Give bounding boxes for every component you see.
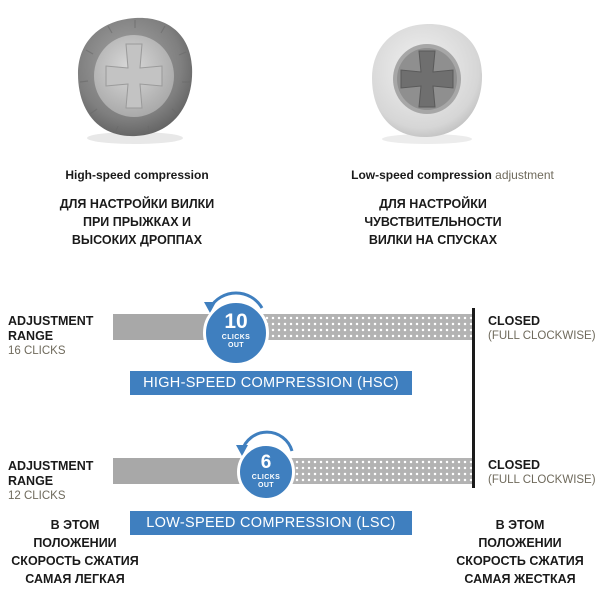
softest-position-note: В ЭТОМ ПОЛОЖЕНИИ СКОРОСТЬ СЖАТИЯ САМАЯ Л…	[0, 516, 150, 588]
closed-position-line	[472, 308, 475, 488]
lsc-description-line: ВИЛКИ НА СПУСКАХ	[368, 233, 498, 247]
lsc-caption-light: adjustment	[491, 168, 554, 182]
hsc-range-clicks: 16 CLICKS	[8, 345, 66, 357]
hsc-range-title-1: ADJUSTMENT	[8, 314, 94, 328]
lsc-clicks-out-badge: 6 CLICKS OUT	[237, 443, 295, 501]
softest-note-line: ПОЛОЖЕНИИ	[33, 536, 117, 550]
hsc-description: ДЛЯ НАСТРОЙКИ ВИЛКИ ПРИ ПРЫЖКАХ И ВЫСОКИ…	[37, 195, 237, 249]
firmest-note-line: ПОЛОЖЕНИИ	[478, 536, 562, 550]
hsc-description-line: ВЫСОКИХ ДРОППАХ	[71, 233, 203, 247]
lsc-knob-image	[372, 23, 483, 144]
hsc-badge-text-2: OUT	[228, 342, 244, 349]
hsc-badge-text-1: CLICKS	[221, 334, 251, 341]
firmest-note-line: САМАЯ ЖЕСТКАЯ	[464, 572, 576, 586]
lsc-range-clicks: 12 CLICKS	[8, 490, 66, 502]
hsc-range-title-2: RANGE	[8, 329, 54, 343]
lsc-description-line: ДЛЯ НАСТРОЙКИ	[379, 197, 487, 211]
lsc-range-title-1: ADJUSTMENT	[8, 459, 94, 473]
lsc-description: ДЛЯ НАСТРОЙКИ ЧУВСТВИТЕЛЬНОСТИ ВИЛКИ НА …	[328, 195, 538, 249]
hsc-caption-bold: High-speed compression	[65, 168, 209, 182]
lsc-caption-bold: Low-speed compression	[351, 168, 492, 182]
lsc-badge-text-2: OUT	[258, 482, 274, 489]
hsc-knob-image	[78, 17, 193, 144]
hsc-bar-label: HIGH-SPEED COMPRESSION (HSC)	[130, 371, 412, 395]
hsc-range-label: ADJUSTMENT RANGE 16 CLICKS	[8, 314, 118, 358]
hsc-closed-title: CLOSED	[488, 314, 541, 328]
hsc-track-remaining-segment	[263, 314, 473, 340]
lsc-description-line: ЧУВСТВИТЕЛЬНОСТИ	[364, 215, 502, 229]
softest-note-line: САМАЯ ЛЕГКАЯ	[25, 572, 125, 586]
hsc-closed-sub: (FULL CLOCKWISE)	[488, 330, 596, 342]
lsc-closed-label: CLOSED (FULL CLOCKWISE)	[488, 458, 603, 487]
hsc-description-line: ПРИ ПРЫЖКАХ И	[82, 215, 192, 229]
hsc-badge-number: 10	[224, 310, 248, 333]
firmest-position-note: В ЭТОМ ПОЛОЖЕНИИ СКОРОСТЬ СЖАТИЯ САМАЯ Ж…	[440, 516, 600, 588]
lsc-badge-number: 6	[260, 452, 272, 473]
lsc-knob-caption: Low-speed compression adjustment	[320, 168, 585, 182]
hsc-clicks-out-badge: 10 CLICKS OUT	[203, 300, 269, 366]
softest-note-line: СКОРОСТЬ СЖАТИЯ	[11, 554, 139, 568]
lsc-rotation-arrow-icon	[236, 430, 294, 456]
hsc-rotation-arrow-icon	[204, 291, 264, 313]
firmest-note-line: СКОРОСТЬ СЖАТИЯ	[456, 554, 584, 568]
hsc-knob-caption: High-speed compression	[27, 168, 247, 182]
lsc-bar-label: LOW-SPEED COMPRESSION (LSC)	[130, 511, 412, 535]
lsc-range-label: ADJUSTMENT RANGE 12 CLICKS	[8, 459, 118, 503]
firmest-note-line: В ЭТОМ	[495, 518, 545, 532]
lsc-track-remaining-segment	[263, 458, 473, 484]
hsc-description-line: ДЛЯ НАСТРОЙКИ ВИЛКИ	[59, 197, 215, 211]
lsc-closed-title: CLOSED	[488, 458, 541, 472]
lsc-closed-sub: (FULL CLOCKWISE)	[488, 474, 596, 486]
hsc-closed-label: CLOSED (FULL CLOCKWISE)	[488, 314, 603, 343]
softest-note-line: В ЭТОМ	[50, 518, 100, 532]
lsc-range-title-2: RANGE	[8, 474, 54, 488]
lsc-badge-text-1: CLICKS	[251, 474, 281, 481]
